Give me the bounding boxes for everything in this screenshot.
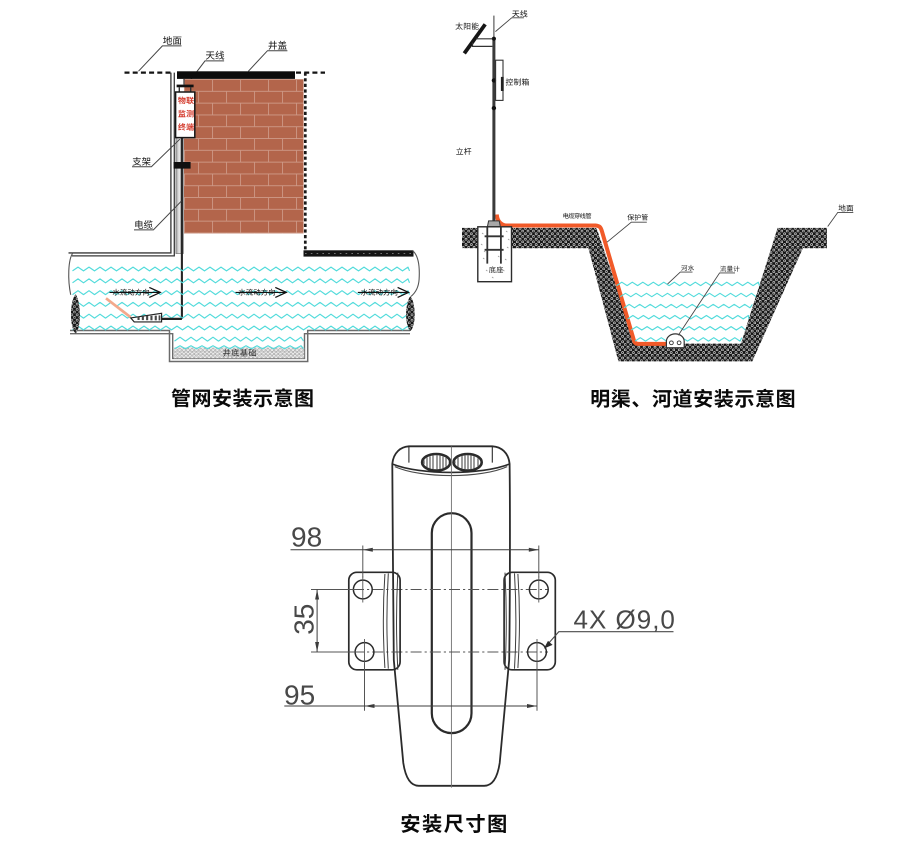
svg-text:98: 98 (291, 522, 322, 553)
svg-text:4X Ø9,0: 4X Ø9,0 (574, 604, 676, 634)
svg-text:35: 35 (288, 604, 319, 635)
svg-text:95: 95 (284, 680, 315, 711)
